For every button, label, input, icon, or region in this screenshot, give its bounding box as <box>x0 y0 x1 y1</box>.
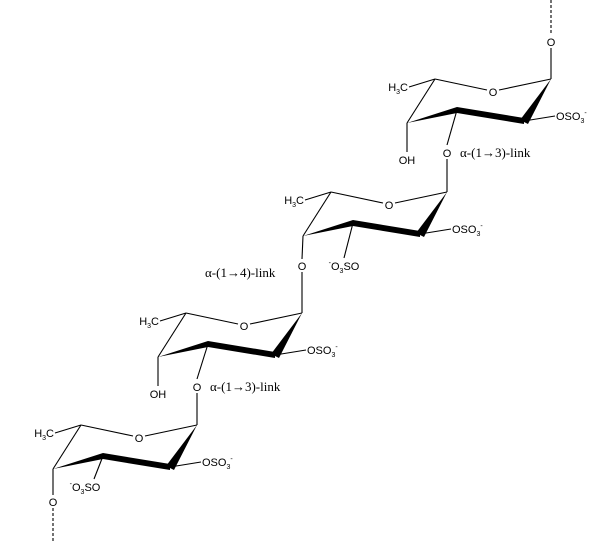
link-oxygen: O <box>193 382 202 394</box>
sugar-ring-4: O H3C OSO3- -O3SO O <box>34 424 233 542</box>
ring-oxygen: O <box>135 433 144 445</box>
link-oxygen: O <box>443 148 452 160</box>
ring-oxygen: O <box>489 87 498 99</box>
sulfate-label: OSO3- <box>307 344 338 359</box>
sulfate-label: OSO3- <box>202 456 233 471</box>
methyl-label: H3C <box>34 428 54 442</box>
methyl-label: H3C <box>388 82 408 96</box>
methyl-label: H3C <box>284 195 304 209</box>
link-oxygen: O <box>298 261 307 273</box>
sulfate-label-left: -O3SO <box>329 260 360 275</box>
sulfate-label: OSO3- <box>452 223 483 238</box>
sugar-ring-2: O H3C OSO3- -O3SO O α-(1→4)-link <box>205 191 483 313</box>
link-label-bottom: α-(1→3)-link <box>210 379 281 394</box>
hydroxyl-label: OH <box>399 155 416 167</box>
ring-oxygen: O <box>240 321 249 333</box>
glycosidic-oxygen: O <box>547 37 556 49</box>
ring-oxygen: O <box>385 200 394 212</box>
sulfate-label-left: -O3SO <box>70 481 101 496</box>
sulfate-label: OSO3- <box>556 110 587 125</box>
chain-oxygen: O <box>49 497 58 509</box>
link-label-middle: α-(1→4)-link <box>205 265 276 280</box>
hydroxyl-label: OH <box>150 389 167 401</box>
sugar-ring-3: O H3C OSO3- OH O α-(1→3)-link <box>139 312 338 425</box>
link-label-top: α-(1→3)-link <box>460 145 531 160</box>
methyl-label: H3C <box>139 316 159 330</box>
sugar-ring-1: O O H3C OSO3- OH O α-(1→3)-link <box>388 0 587 192</box>
